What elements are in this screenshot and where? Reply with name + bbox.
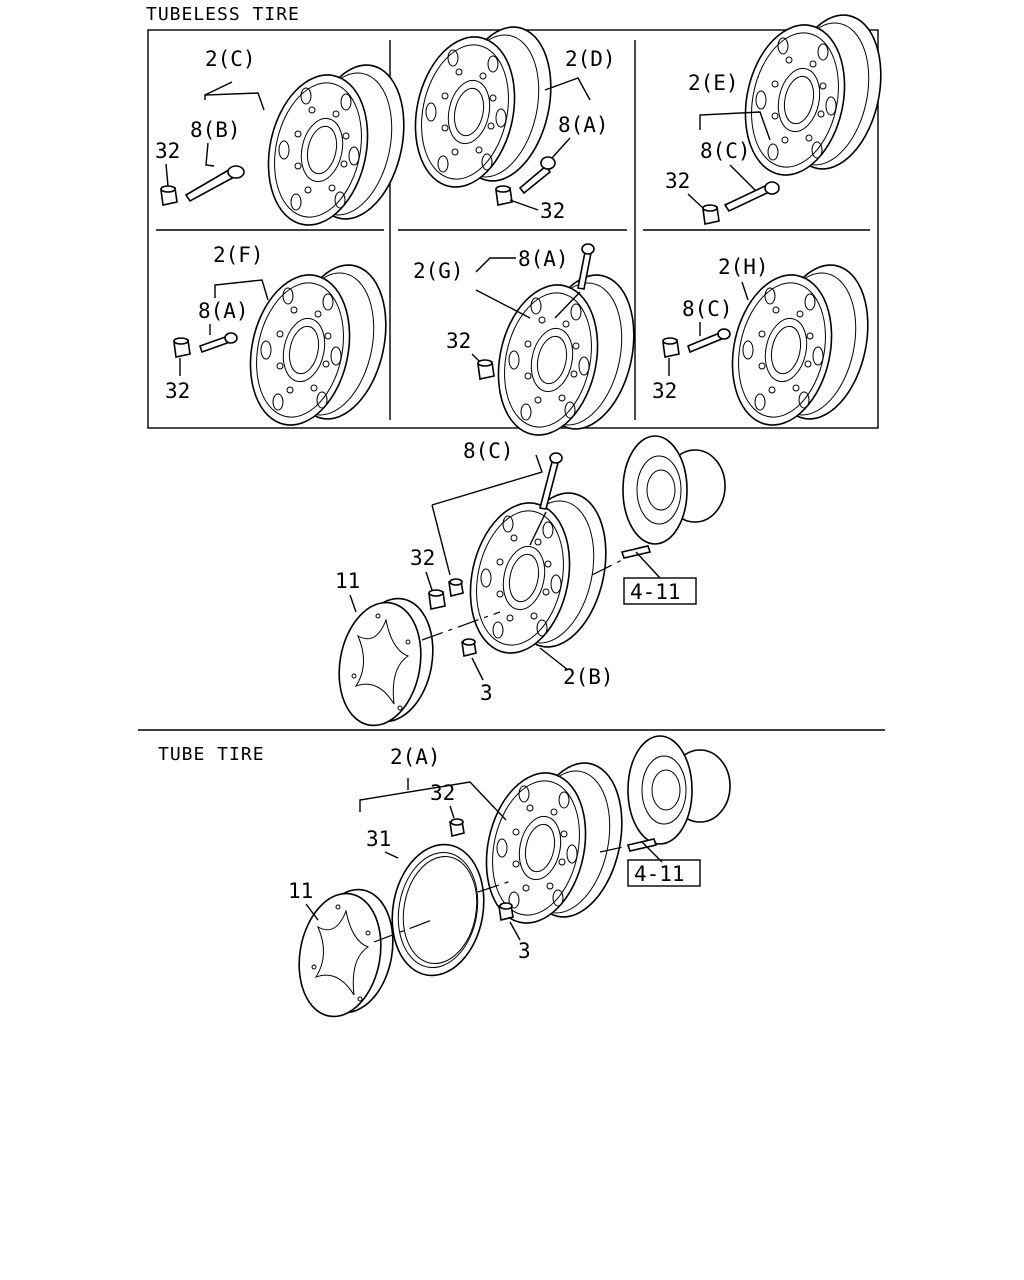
ref-box-4-11-tube[interactable] — [627, 859, 701, 887]
label-32-p6: 32 — [652, 379, 677, 403]
hub-flange — [622, 435, 726, 545]
panel-2d: 2(D) 8(A) 32 — [401, 17, 616, 223]
label-8a-p5: 8(A) — [518, 247, 569, 271]
flap-31 — [391, 843, 485, 977]
hub-flange-lower — [627, 735, 731, 845]
label-2a: 2(A) — [390, 745, 441, 769]
label-31: 31 — [366, 827, 391, 851]
label-2c: 2(C) — [205, 47, 256, 71]
ref-box-4-11-mid[interactable] — [623, 577, 697, 605]
wheel-2g — [484, 265, 649, 446]
panel-2h: 2(H) 8(C) 32 — [652, 255, 883, 436]
ref-4-11-tube[interactable]: 4-11 — [634, 862, 685, 886]
wheel-2a — [472, 753, 637, 934]
ref-4-11-mid[interactable]: 4-11 — [630, 580, 681, 604]
label-32-p5: 32 — [446, 329, 471, 353]
panel-2g: 2(G) 8(A) 32 — [413, 243, 649, 446]
label-8c-p3: 8(C) — [700, 139, 751, 163]
label-32-p3: 32 — [665, 169, 690, 193]
label-32-tube: 32 — [430, 781, 455, 805]
tubeless-section-title: TUBELESS TIRE — [146, 4, 300, 25]
label-11-tube: 11 — [288, 879, 313, 903]
wheel-2h — [718, 255, 883, 436]
label-3-mid: 3 — [480, 681, 493, 705]
label-2h: 2(H) — [718, 255, 769, 279]
label-11-mid: 11 — [335, 569, 360, 593]
label-8b: 8(B) — [190, 118, 241, 142]
label-2f: 2(F) — [213, 243, 264, 267]
panel-2e: 2(E) 8(C) 32 — [665, 5, 896, 225]
label-32-p2: 32 — [540, 199, 565, 223]
label-32-mid: 32 — [410, 546, 435, 570]
panel-2c: 2(C) 8(B) 32 — [155, 47, 419, 236]
cover-11-upper — [329, 591, 443, 733]
label-2g: 2(G) — [413, 259, 464, 283]
tube-section-title: TUBE TIRE — [158, 744, 265, 765]
label-8c-mid: 8(C) — [463, 439, 514, 463]
wheel-2f — [236, 255, 401, 436]
assembly-tube: 2(A) 32 31 11 3 4-11 — [288, 735, 731, 1024]
label-32-p1: 32 — [155, 139, 180, 163]
label-32-p4: 32 — [165, 379, 190, 403]
label-8a-p4: 8(A) — [198, 299, 249, 323]
label-8c-p6: 8(C) — [682, 297, 733, 321]
label-2e: 2(E) — [688, 71, 739, 95]
label-3-tube: 3 — [518, 939, 531, 963]
wheel-2d — [401, 17, 566, 198]
panel-2f: 2(F) 8(A) 32 — [165, 243, 401, 436]
label-2b: 2(B) — [563, 665, 614, 689]
assembly-tubeless: 8(C) 32 11 3 2(B) 4-11 — [329, 435, 726, 733]
wheel-2e — [731, 5, 896, 186]
label-8a-p2: 8(A) — [558, 113, 609, 137]
wheel-2c — [254, 55, 419, 236]
label-2d: 2(D) — [565, 47, 616, 71]
